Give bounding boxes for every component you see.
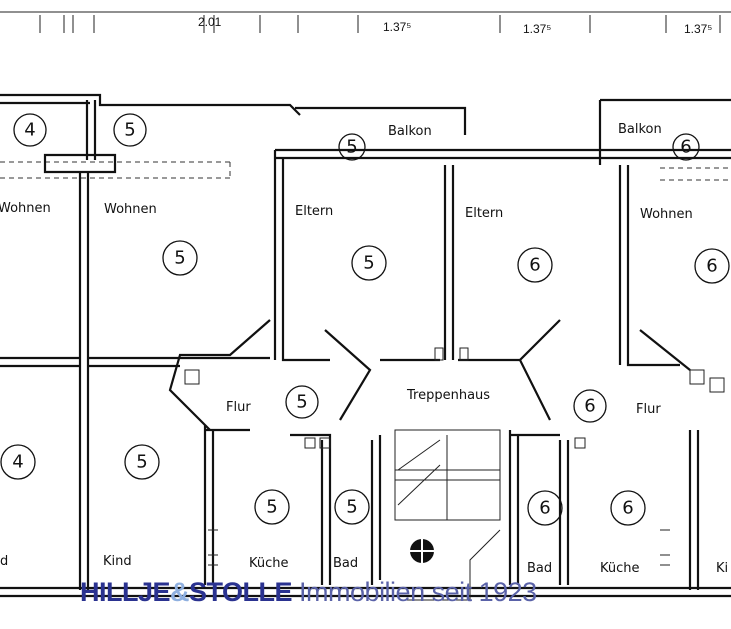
watermark-amp: & [170,577,190,607]
dimension-line: 2.01 1.37⁵ 1.37⁵ 1.37⁵ [0,11,731,36]
unit-marker: 6 [680,137,691,158]
unit-marker: 5 [363,253,374,274]
room-label: Bad [333,556,358,571]
unit-marker: 5 [346,137,357,158]
unit-markers: 4 5 5 6 5 5 6 6 5 6 4 5 5 5 6 6 [0,113,730,526]
unit-marker: 4 [24,120,35,141]
unit-marker: 5 [296,392,307,413]
room-label: Flur [226,400,251,415]
room-label: Eltern [465,206,503,221]
room-label: Wohnen [0,201,51,216]
unit-marker: 6 [584,396,595,417]
room-label: Flur [636,402,661,417]
room-label: Küche [249,556,289,571]
room-label: Bad [527,561,552,576]
unit-marker: 5 [124,120,135,141]
watermark-part: HILLJE [80,577,171,607]
room-label: Balkon [388,124,432,139]
unit-marker: 6 [529,255,540,276]
unit-marker: 4 [12,452,23,473]
room-labels: Wohnen Wohnen Eltern Eltern Wohnen Balko… [0,122,728,576]
room-label: Ki [716,561,728,576]
room-label: Eltern [295,204,333,219]
room-label: Küche [600,561,640,576]
room-label: Treppenhaus [406,388,490,403]
dimension-label: 2.01 [198,15,222,29]
watermark-part: STOLLE [189,577,293,607]
room-label: Wohnen [640,207,693,222]
room-label: Kind [103,554,132,569]
walls [0,93,731,601]
unit-marker: 6 [539,498,550,519]
dimension-label: 1.37⁵ [383,20,411,34]
unit-marker: 5 [174,248,185,269]
dimension-label: 1.37⁵ [523,22,551,36]
unit-marker: 5 [266,497,277,518]
unit-marker: 5 [136,452,147,473]
dimension-label: 1.37⁵ [684,22,712,36]
room-label: Wohnen [104,202,157,217]
unit-marker: 6 [622,498,633,519]
room-label: Balkon [618,122,662,137]
room-label: d [0,554,8,569]
unit-marker: 5 [346,497,357,518]
unit-marker: 6 [706,256,717,277]
watermark-part: Immobilien seit 1923 [299,577,537,607]
watermark: HILLJE&STOLLE Immobilien seit 1923 [80,577,537,608]
